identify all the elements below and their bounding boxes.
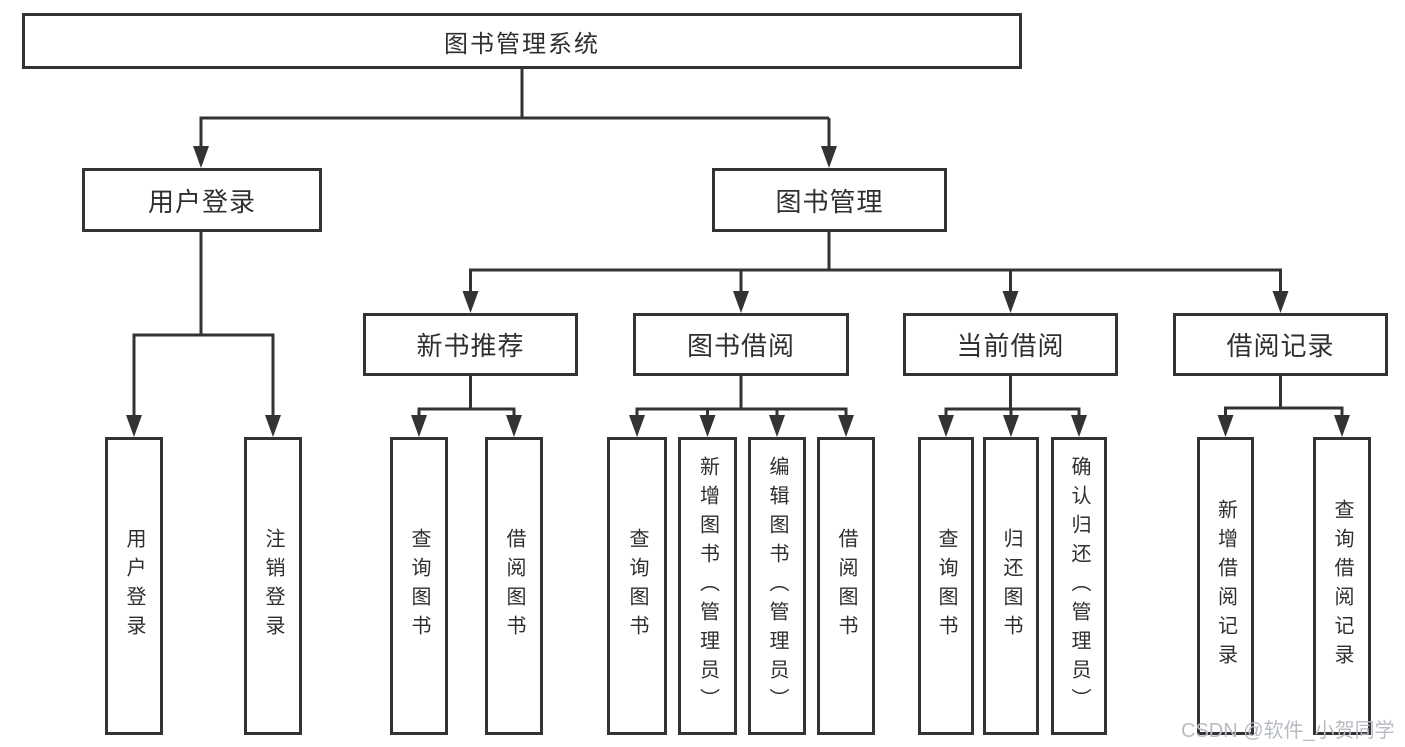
leaf-current-confirm-return-admin: 确认归还（管理员） [1051, 437, 1107, 735]
leaf-logout-label: 注销登录 [262, 528, 284, 644]
leaf-current-query-books-label: 查询图书 [935, 528, 957, 644]
leaf-borrow-borrow-books-label: 借阅图书 [835, 528, 857, 644]
leaf-newbooks-query-books: 查询图书 [390, 437, 448, 735]
leaf-current-query-books: 查询图书 [918, 437, 974, 735]
connector-book-mgmt-to-modules [462, 232, 1289, 313]
leaf-current-return-books: 归还图书 [983, 437, 1039, 735]
connector-borrow-records-to-leaves [1217, 376, 1350, 437]
leaf-records-query-record: 查询借阅记录 [1313, 437, 1371, 735]
node-user-login-label: 用户登录 [147, 186, 256, 217]
leaf-current-confirm-return-admin-label: 确认归还（管理员） [1068, 455, 1090, 717]
leaf-newbooks-borrow-books: 借阅图书 [485, 437, 543, 735]
leaf-logout: 注销登录 [244, 437, 302, 735]
leaf-borrow-edit-books-admin-label: 编辑图书（管理员） [766, 455, 788, 717]
csdn-watermark: CSDN @软件_小贺同学 [1181, 720, 1395, 742]
leaf-records-query-record-label: 查询借阅记录 [1331, 499, 1353, 673]
leaf-borrow-query-books-label: 查询图书 [626, 528, 648, 644]
node-root-system: 图书管理系统 [22, 13, 1022, 69]
leaf-borrow-query-books: 查询图书 [607, 437, 667, 735]
node-new-book-recommend: 新书推荐 [363, 313, 578, 376]
node-book-management: 图书管理 [712, 168, 947, 232]
node-borrow-records: 借阅记录 [1173, 313, 1388, 376]
node-root-system-label: 图书管理系统 [444, 30, 600, 58]
leaf-current-return-books-label: 归还图书 [1000, 528, 1022, 644]
leaf-records-add-record-label: 新增借阅记录 [1214, 499, 1237, 673]
leaf-borrow-edit-books-admin: 编辑图书（管理员） [748, 437, 806, 735]
node-new-book-recommend-label: 新书推荐 [416, 331, 525, 361]
leaf-newbooks-query-books-label: 查询图书 [408, 528, 430, 644]
leaf-borrow-add-books-admin: 新增图书（管理员） [678, 437, 737, 735]
leaf-borrow-add-books-admin-label: 新增图书（管理员） [696, 455, 719, 717]
node-current-borrow-label: 当前借阅 [956, 331, 1065, 361]
leaf-records-add-record: 新增借阅记录 [1197, 437, 1254, 735]
connector-book-borrow-to-leaves [629, 376, 854, 437]
leaf-user-login: 用户登录 [105, 437, 163, 735]
connector-root-to-branches [193, 69, 837, 168]
connector-current-borrow-to-leaves [938, 376, 1087, 437]
node-borrow-records-label: 借阅记录 [1226, 331, 1335, 361]
connector-user-login-to-leaves [126, 232, 281, 437]
node-current-borrow: 当前借阅 [903, 313, 1118, 376]
leaf-borrow-borrow-books: 借阅图书 [817, 437, 875, 735]
node-user-login: 用户登录 [82, 168, 322, 232]
node-book-borrow: 图书借阅 [633, 313, 849, 376]
node-book-borrow-label: 图书借阅 [686, 331, 795, 361]
leaf-newbooks-borrow-books-label: 借阅图书 [503, 528, 525, 644]
connector-new-books-to-leaves [411, 376, 522, 437]
node-book-management-label: 图书管理 [775, 186, 884, 217]
leaf-user-login-label: 用户登录 [123, 528, 145, 644]
